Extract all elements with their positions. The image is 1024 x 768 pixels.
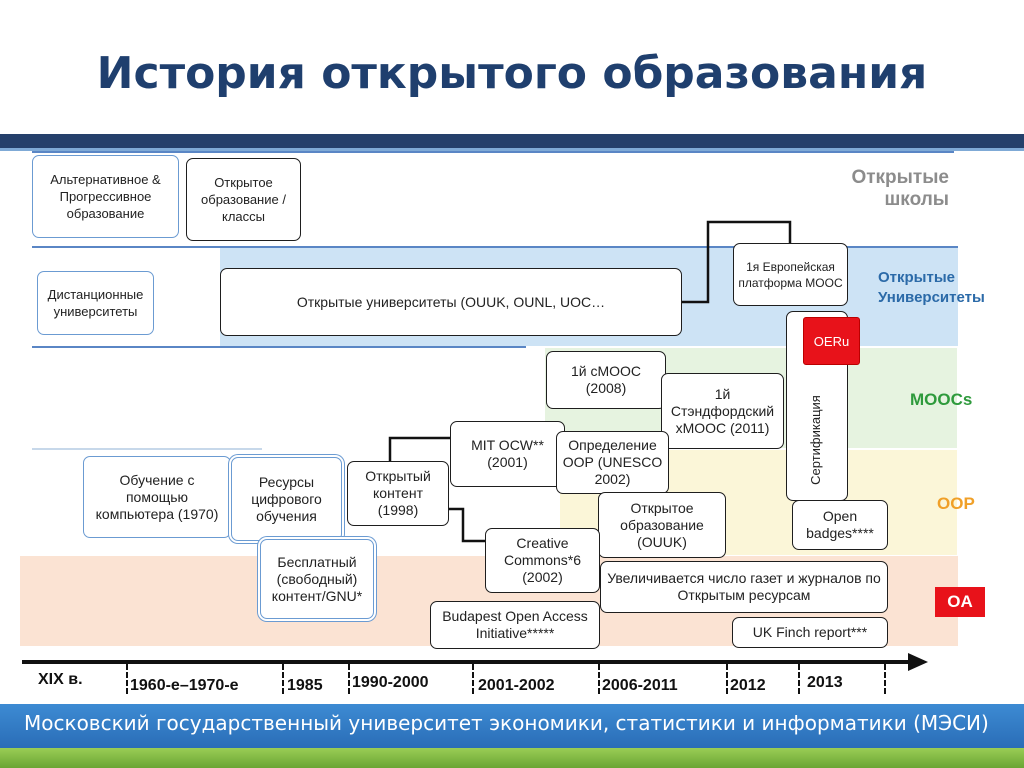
timeline-tick: [126, 664, 128, 694]
lane-label-schools: Открытые школы: [851, 167, 949, 210]
box-open-badges: Open badges****: [792, 500, 888, 550]
box-open-education-classes: Открытое образование /классы: [186, 158, 301, 241]
timeline-arrow: [908, 653, 928, 671]
box-first-european-mooc: 1я Европейская платформа MOOC: [733, 243, 848, 306]
box-open-education-ouuk: Открытое образование (OUUK): [598, 492, 726, 558]
timeline-label: XIX в.: [38, 671, 83, 688]
timeline-label: 1960-е–1970-е: [130, 677, 239, 694]
box-mit-ocw: MIT OCW** (2001): [450, 421, 565, 487]
box-digital-resources: Ресурсы цифрового обучения: [231, 457, 342, 541]
timeline-label: 2013: [807, 674, 843, 691]
timeline-tick: [472, 664, 474, 694]
box-first-stanford-xmooc: 1й Стэндфордский xMOOC (2011): [661, 373, 784, 449]
lane-label-universities: Открытые Университеты: [878, 269, 985, 306]
footer-accent-bar: [0, 748, 1024, 768]
timeline-tick: [726, 664, 728, 694]
timeline-axis: [22, 660, 912, 664]
box-open-content: Открытый контент (1998): [347, 461, 449, 526]
box-creative-commons: Creative Commons*6 (2002): [485, 528, 600, 593]
box-uk-finch: UK Finch report***: [732, 617, 888, 648]
header-divider-accent: [0, 148, 1024, 151]
footer-bar: [0, 704, 1024, 748]
lane-divider: [32, 151, 954, 153]
lane-label-oa: OA: [935, 587, 985, 617]
box-computer-learning: Обучение с помощью компьютера (1970): [83, 456, 231, 538]
box-free-content-gnu: Бесплатный (свободный) контент/GNU*: [260, 539, 374, 619]
header-divider: [0, 134, 1024, 148]
box-oer-definition: Определение ООР (UNESCO 2002): [556, 431, 669, 494]
footer-university-name: Московский государственный университет э…: [24, 711, 989, 735]
timeline-label: 2001-2002: [478, 677, 555, 694]
timeline-label: 2006-2011: [602, 677, 678, 694]
box-open-universities: Открытые университеты (OUUK, OUNL, UOC…: [220, 268, 682, 336]
timeline-tick: [598, 664, 600, 694]
timeline-label: 1990-2000: [352, 674, 429, 691]
box-distance-universities: Дистанционные университеты: [37, 271, 154, 335]
timeline-tick: [348, 664, 350, 694]
box-alt-education: Альтернативное & Прогрессивное образован…: [32, 155, 179, 238]
lane-divider: [32, 246, 958, 248]
box-journals-growth: Увеличивается число газет и журналов по …: [600, 561, 888, 613]
timeline-tick: [282, 664, 284, 694]
lane-label-moocs: MOOCs: [910, 390, 973, 409]
slide-title: История открытого образования: [96, 48, 928, 99]
timeline-tick: [884, 664, 886, 694]
certification-label: Сертификация: [808, 395, 823, 485]
lane-divider: [32, 346, 526, 348]
lane-label-oer: OOP: [937, 494, 975, 513]
lane-divider: [32, 448, 262, 450]
timeline-tick: [798, 664, 800, 694]
box-budapest: Budapest Open Access Initiative*****: [430, 601, 600, 649]
timeline-label: 2012: [730, 677, 766, 694]
timeline-label: 1985: [287, 677, 323, 694]
box-first-cmooc: 1й cMOOC (2008): [546, 351, 666, 409]
box-oeru: OERu: [803, 317, 860, 365]
